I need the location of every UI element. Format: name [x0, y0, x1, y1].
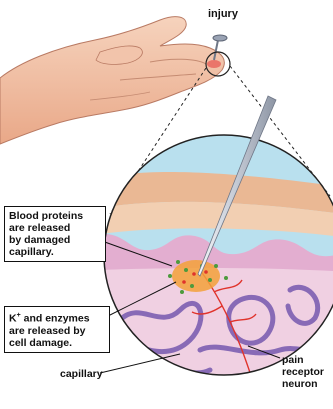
hand: [0, 17, 224, 144]
label-blood-proteins: Blood proteins are released by damaged c…: [4, 206, 106, 262]
label-k-enzymes-prefix: K: [9, 313, 17, 325]
injury-site: [172, 260, 220, 292]
label-pain-receptor: pain receptor neuron: [282, 354, 324, 390]
label-k-enzymes-rest: and enzymes are released by cell damage.: [9, 313, 90, 349]
label-injury: injury: [208, 8, 238, 20]
label-capillary: capillary: [60, 368, 103, 380]
label-k-enzymes: K+ and enzymes are released by cell dama…: [4, 306, 110, 353]
